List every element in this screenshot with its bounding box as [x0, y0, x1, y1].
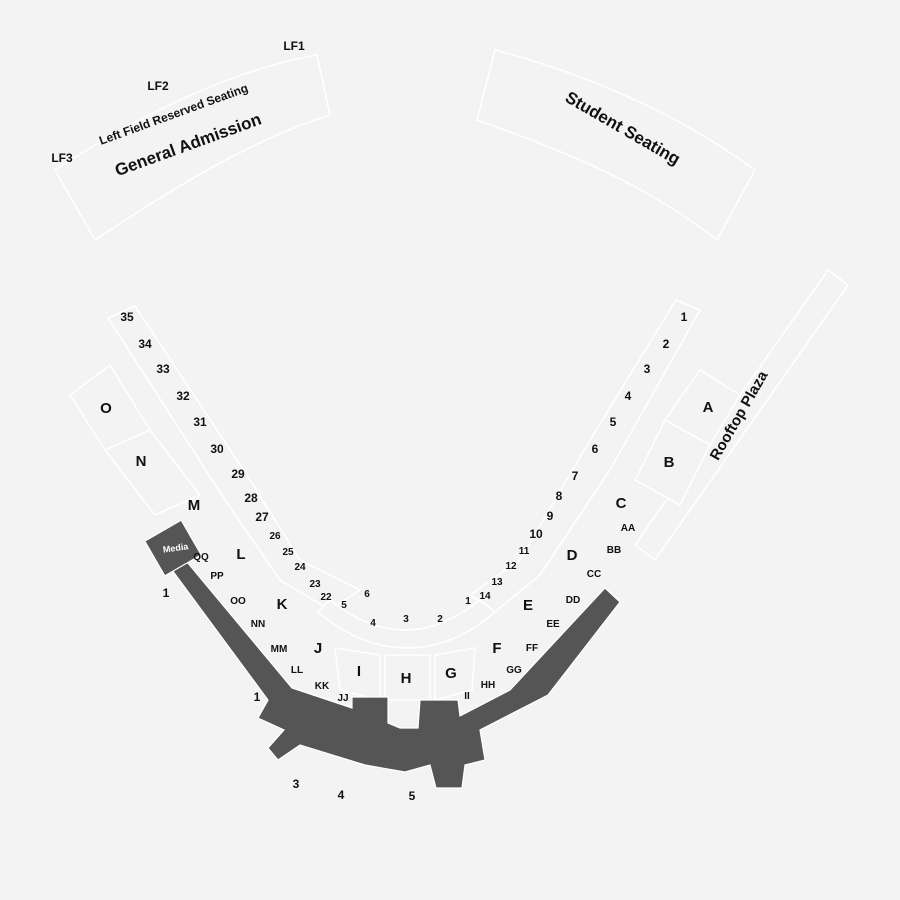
box-f[interactable]: F — [492, 640, 501, 657]
section-r13[interactable]: 13 — [491, 577, 503, 588]
lower-label-1b[interactable]: 1 — [254, 690, 261, 704]
box-a[interactable]: A — [703, 399, 714, 416]
section-23[interactable]: 23 — [309, 579, 321, 590]
box-m[interactable]: M — [188, 497, 201, 514]
section-c3[interactable]: 3 — [403, 614, 409, 625]
box-d[interactable]: D — [567, 547, 578, 564]
section-r4[interactable]: 4 — [625, 389, 632, 403]
section-r11[interactable]: 11 — [519, 546, 530, 557]
section-hh[interactable]: HH — [481, 680, 495, 691]
section-c5[interactable]: 5 — [341, 600, 347, 611]
section-kk[interactable]: KK — [315, 681, 330, 692]
section-27[interactable]: 27 — [255, 510, 269, 524]
section-c2[interactable]: 2 — [437, 614, 443, 625]
box-i[interactable]: I — [357, 663, 361, 680]
section-jj[interactable]: JJ — [337, 693, 348, 704]
section-ii[interactable]: II — [464, 691, 470, 702]
section-gg[interactable]: GG — [506, 665, 522, 676]
section-cc[interactable]: CC — [587, 569, 601, 580]
section-r6[interactable]: 6 — [592, 442, 599, 456]
box-g[interactable]: G — [445, 665, 457, 682]
box-b[interactable]: B — [664, 454, 675, 471]
section-c1[interactable]: 1 — [465, 596, 471, 607]
box-j[interactable]: J — [314, 640, 322, 657]
section-35[interactable]: 35 — [120, 310, 134, 324]
section-26[interactable]: 26 — [269, 531, 281, 542]
concourse-structure — [171, 561, 621, 789]
section-r12[interactable]: 12 — [505, 561, 517, 572]
section-ee[interactable]: EE — [546, 619, 560, 630]
section-nn[interactable]: NN — [251, 619, 265, 630]
section-pp[interactable]: PP — [210, 571, 224, 582]
section-r9[interactable]: 9 — [547, 509, 554, 523]
box-k[interactable]: K — [277, 596, 288, 613]
section-oo[interactable]: OO — [230, 596, 246, 607]
center-sections: 6 5 4 3 2 1 — [341, 589, 471, 629]
section-r3[interactable]: 3 — [644, 362, 651, 376]
box-o[interactable]: O — [100, 400, 112, 417]
section-28[interactable]: 28 — [244, 491, 258, 505]
section-31[interactable]: 31 — [193, 415, 207, 429]
lower-label-4[interactable]: 4 — [338, 788, 345, 802]
media-box[interactable] — [143, 519, 203, 577]
left-line-strip — [106, 304, 362, 611]
student-seating-stand[interactable] — [476, 49, 757, 242]
lower-label-5[interactable]: 5 — [409, 789, 416, 803]
center-arc — [316, 598, 497, 649]
box-b-outline[interactable] — [633, 418, 712, 507]
section-29[interactable]: 29 — [231, 467, 245, 481]
lower-labels: 1 1 3 4 5 — [163, 586, 416, 803]
box-h[interactable]: H — [401, 670, 412, 687]
box-letters-right: G F E D C B A — [445, 399, 713, 682]
lf2-label: LF2 — [147, 79, 169, 93]
lower-label-3[interactable]: 3 — [293, 777, 300, 791]
section-24[interactable]: 24 — [294, 562, 306, 573]
section-r1[interactable]: 1 — [681, 310, 688, 324]
section-ll[interactable]: LL — [291, 665, 303, 676]
section-bb[interactable]: BB — [607, 545, 621, 556]
section-25[interactable]: 25 — [282, 547, 294, 558]
section-r5[interactable]: 5 — [610, 415, 617, 429]
section-aa[interactable]: AA — [621, 523, 635, 534]
section-34[interactable]: 34 — [138, 337, 152, 351]
section-mm[interactable]: MM — [271, 644, 288, 655]
section-r8[interactable]: 8 — [556, 489, 563, 503]
section-r2[interactable]: 2 — [663, 337, 670, 351]
section-33[interactable]: 33 — [156, 362, 170, 376]
lower-label-1a[interactable]: 1 — [163, 586, 170, 600]
right-line-strip — [468, 298, 702, 613]
left-field-stand[interactable] — [53, 54, 331, 242]
box-l[interactable]: L — [236, 546, 245, 563]
section-30[interactable]: 30 — [210, 442, 224, 456]
section-r10[interactable]: 10 — [529, 527, 543, 541]
section-r7[interactable]: 7 — [572, 469, 579, 483]
section-ff[interactable]: FF — [526, 643, 538, 654]
media-label: Media — [162, 541, 190, 555]
lf1-label: LF1 — [283, 39, 305, 53]
double-letter-sections-right: II HH GG FF EE DD CC BB AA — [464, 523, 635, 702]
lf3-label: LF3 — [51, 151, 73, 165]
box-g-outline[interactable] — [434, 647, 476, 702]
section-32[interactable]: 32 — [176, 389, 190, 403]
section-r14[interactable]: 14 — [479, 591, 491, 602]
double-letter-sections-left: QQ PP OO NN MM LL KK JJ — [193, 552, 348, 704]
box-n[interactable]: N — [136, 453, 147, 470]
box-c[interactable]: C — [616, 495, 627, 512]
right-line-sections: 1 2 3 4 5 6 7 8 9 10 11 12 13 14 — [479, 310, 687, 602]
box-e[interactable]: E — [523, 597, 533, 614]
left-line-sections: 35 34 33 32 31 30 29 28 27 26 25 24 23 2… — [120, 310, 332, 603]
section-22[interactable]: 22 — [320, 592, 332, 603]
section-c6[interactable]: 6 — [364, 589, 370, 600]
box-letters-left: O N M L K J I — [100, 400, 361, 680]
section-qq[interactable]: QQ — [193, 552, 209, 563]
section-c4[interactable]: 4 — [370, 618, 376, 629]
box-n-outline[interactable] — [103, 429, 202, 516]
section-dd[interactable]: DD — [566, 595, 580, 606]
